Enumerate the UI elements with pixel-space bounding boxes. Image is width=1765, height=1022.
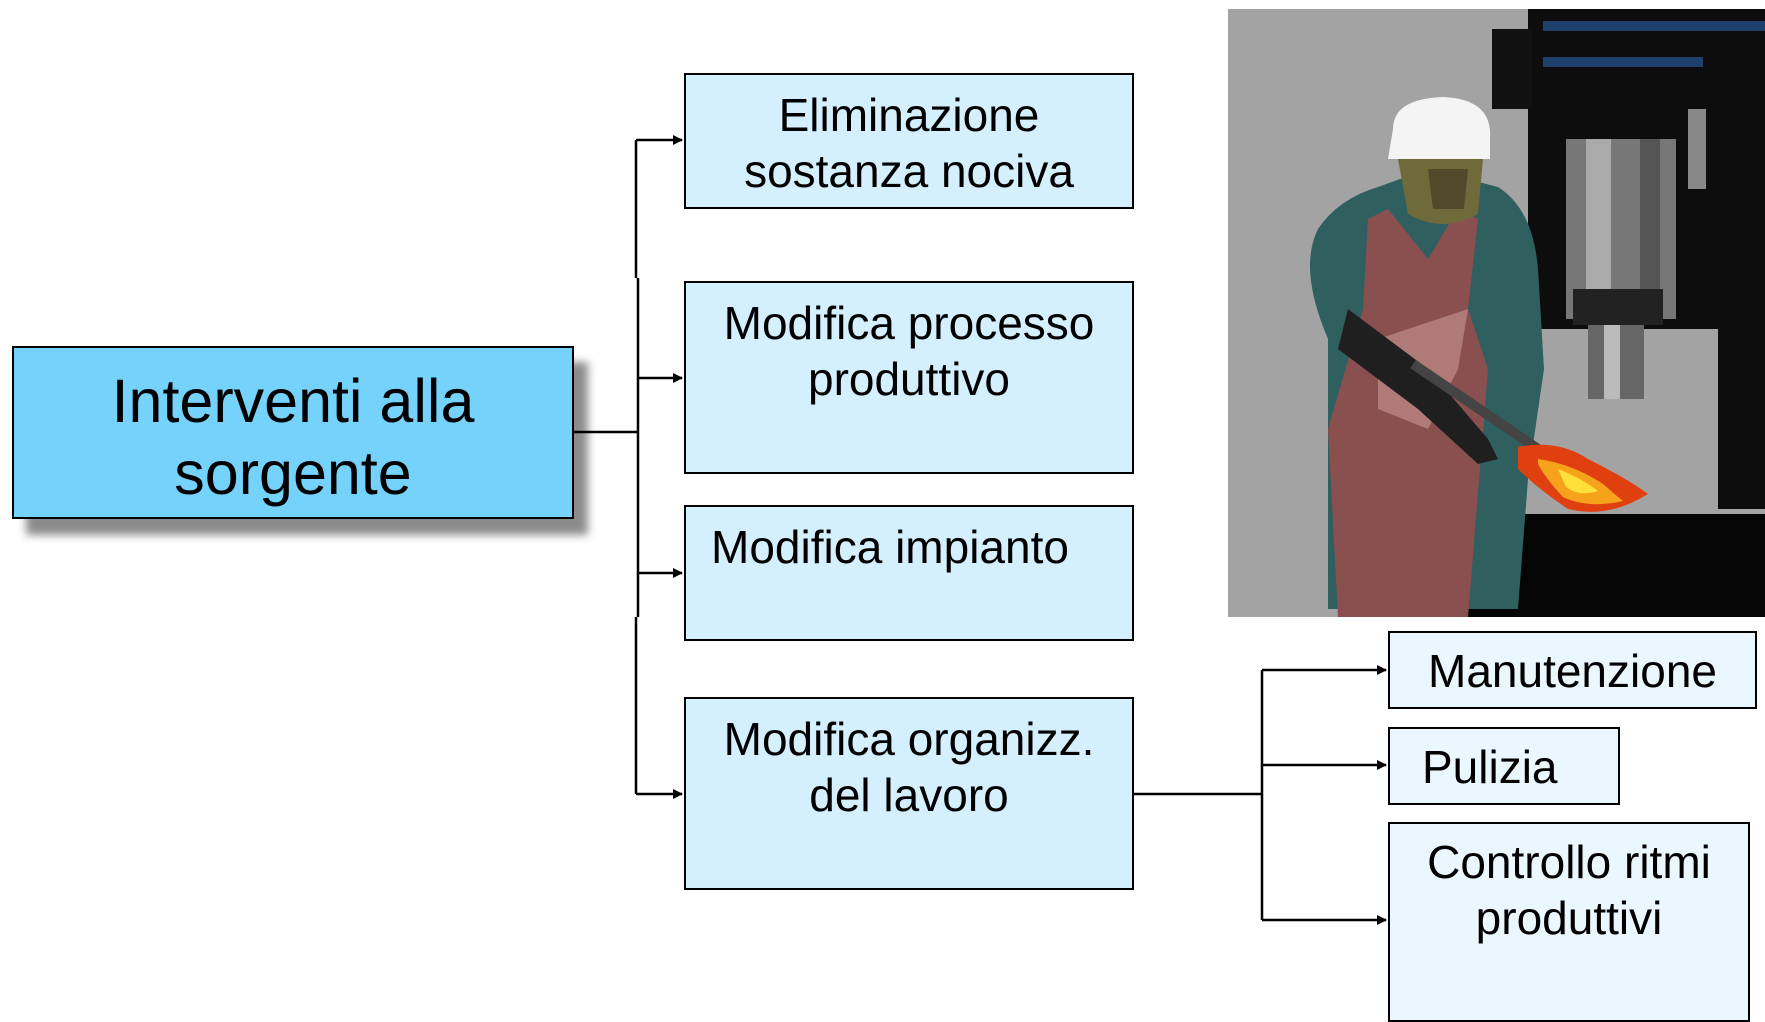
sub-node-pulizia: Pulizia <box>1388 727 1620 805</box>
branch-node-line1: Eliminazione <box>778 89 1040 141</box>
sub-node-line2: produttivi <box>1475 892 1663 944</box>
branch-node-line2: del lavoro <box>809 769 1009 821</box>
branch-node-impianto: Modifica impianto <box>684 505 1134 641</box>
worker-illustration <box>1228 9 1765 617</box>
branch-node-organizzazione: Modifica organizz. del lavoro <box>684 697 1134 890</box>
branch-node-line1: Modifica impianto <box>711 521 1069 573</box>
root-node: Interventi alla sorgente <box>12 346 574 519</box>
branch-node-line2: produttivo <box>807 353 1010 405</box>
sub-node-line1: Pulizia <box>1422 741 1558 793</box>
branch-node-line1: Modifica organizz. <box>723 713 1095 765</box>
branch-node-eliminazione: Eliminazione sostanza nociva <box>684 73 1134 209</box>
root-node-line2: sorgente <box>174 439 412 507</box>
sub-node-controllo-ritmi: Controllo ritmi produttivi <box>1388 822 1750 1022</box>
root-node-line1: Interventi alla <box>111 367 475 435</box>
branch-node-line1: Modifica processo <box>723 297 1095 349</box>
branch-node-line2: sostanza nociva <box>744 145 1074 197</box>
sub-node-line1: Manutenzione <box>1428 645 1717 697</box>
branch-node-processo: Modifica processo produttivo <box>684 281 1134 474</box>
sub-node-line1: Controllo ritmi <box>1427 836 1711 888</box>
sub-node-manutenzione: Manutenzione <box>1388 631 1757 709</box>
